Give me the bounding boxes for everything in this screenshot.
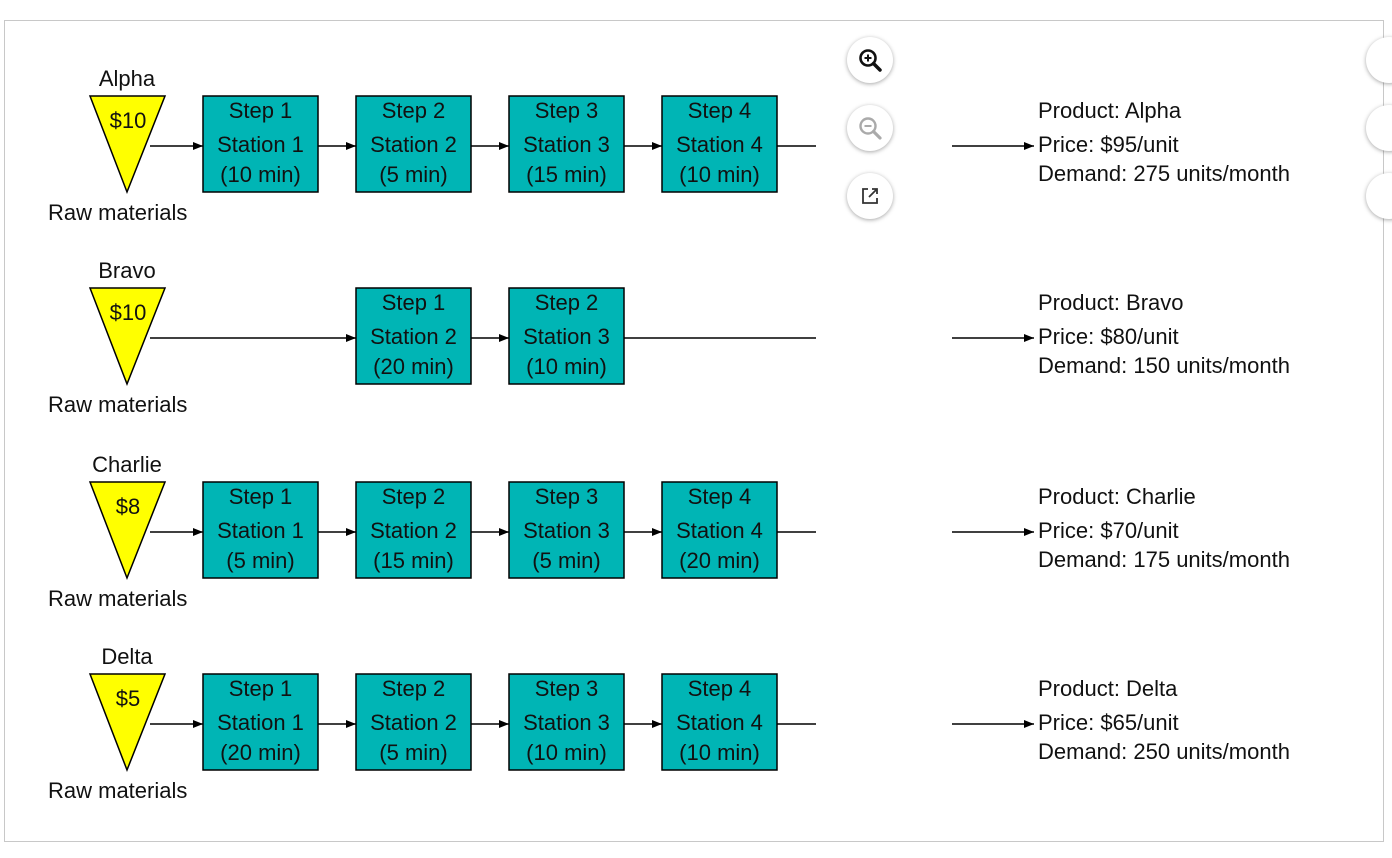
raw-material-name: Delta: [101, 644, 153, 669]
zoom-in-button[interactable]: [847, 37, 893, 83]
step-time-label: (20 min): [679, 548, 760, 573]
raw-material-name: Alpha: [99, 66, 156, 91]
process-step-box: [508, 287, 625, 385]
raw-material-triangle: [88, 673, 167, 773]
station-label: Station 1: [217, 518, 304, 543]
step-time-label: (10 min): [679, 740, 760, 765]
step-label: Step 2: [382, 484, 446, 509]
step-label: Step 4: [688, 676, 752, 701]
raw-materials-label: Raw materials: [48, 392, 187, 417]
step-time-label: (5 min): [532, 548, 600, 573]
step-label: Step 4: [688, 98, 752, 123]
step-time-label: (10 min): [220, 162, 301, 187]
step-time-label: (10 min): [526, 354, 607, 379]
step-label: Step 2: [535, 290, 599, 315]
raw-materials-label: Raw materials: [48, 200, 187, 225]
step-label: Step 2: [382, 676, 446, 701]
process-step-box: [355, 481, 472, 579]
product-demand: Demand: 150 units/month: [1038, 353, 1290, 378]
process-step-box: [355, 673, 472, 771]
raw-material-cost: $8: [116, 494, 140, 519]
zoom-in-icon: [859, 49, 882, 72]
product-demand: Demand: 275 units/month: [1038, 161, 1290, 186]
step-time-label: (15 min): [526, 162, 607, 187]
product-price: Price: $80/unit: [1038, 324, 1179, 349]
station-label: Station 2: [370, 324, 457, 349]
step-label: Step 1: [382, 290, 446, 315]
raw-material-name: Bravo: [98, 258, 155, 283]
external-link-icon: [862, 188, 878, 204]
process-step-box: [661, 95, 778, 193]
step-label: Step 1: [229, 676, 293, 701]
process-step-box: [661, 673, 778, 771]
step-label: Step 1: [229, 98, 293, 123]
product-name: Product: Bravo: [1038, 290, 1184, 315]
step-time-label: (20 min): [373, 354, 454, 379]
process-step-box: [202, 481, 319, 579]
station-label: Station 4: [676, 710, 763, 735]
station-label: Station 4: [676, 132, 763, 157]
station-label: Station 1: [217, 710, 304, 735]
station-label: Station 2: [370, 132, 457, 157]
step-time-label: (5 min): [379, 740, 447, 765]
step-time-label: (5 min): [379, 162, 447, 187]
raw-materials-label: Raw materials: [48, 586, 187, 611]
step-time-label: (5 min): [226, 548, 294, 573]
product-demand: Demand: 250 units/month: [1038, 739, 1290, 764]
process-step-box: [661, 481, 778, 579]
station-label: Station 3: [523, 132, 610, 157]
step-time-label: (20 min): [220, 740, 301, 765]
zoom-out-button[interactable]: [847, 105, 893, 151]
station-label: Station 2: [370, 518, 457, 543]
raw-material-triangle: [88, 287, 167, 387]
zoom-out-icon: [859, 117, 882, 140]
step-label: Step 3: [535, 484, 599, 509]
product-name: Product: Alpha: [1038, 98, 1182, 123]
process-step-box: [508, 481, 625, 579]
product-demand: Demand: 175 units/month: [1038, 547, 1290, 572]
step-label: Step 3: [535, 98, 599, 123]
station-label: Station 2: [370, 710, 457, 735]
process-step-box: [508, 95, 625, 193]
product-price: Price: $95/unit: [1038, 132, 1179, 157]
step-label: Step 1: [229, 484, 293, 509]
raw-material-triangle: [88, 95, 167, 195]
raw-material-cost: $10: [110, 300, 147, 325]
step-label: Step 3: [535, 676, 599, 701]
station-label: Station 3: [523, 324, 610, 349]
raw-materials-label: Raw materials: [48, 778, 187, 803]
station-label: Station 3: [523, 710, 610, 735]
process-step-box: [355, 95, 472, 193]
station-label: Station 4: [676, 518, 763, 543]
process-step-box: [355, 287, 472, 385]
process-step-box: [508, 673, 625, 771]
product-name: Product: Delta: [1038, 676, 1178, 701]
step-label: Step 2: [382, 98, 446, 123]
raw-material-name: Charlie: [92, 452, 162, 477]
raw-material-triangle: [88, 481, 167, 581]
product-price: Price: $70/unit: [1038, 518, 1179, 543]
step-time-label: (15 min): [373, 548, 454, 573]
product-price: Price: $65/unit: [1038, 710, 1179, 735]
station-label: Station 3: [523, 518, 610, 543]
raw-material-cost: $10: [110, 108, 147, 133]
step-label: Step 4: [688, 484, 752, 509]
popout-button[interactable]: [847, 173, 893, 219]
diagram-frame: [4, 20, 1384, 842]
step-time-label: (10 min): [679, 162, 760, 187]
process-step-box: [202, 95, 319, 193]
raw-material-cost: $5: [116, 686, 140, 711]
product-name: Product: Charlie: [1038, 484, 1196, 509]
step-time-label: (10 min): [526, 740, 607, 765]
process-step-box: [202, 673, 319, 771]
station-label: Station 1: [217, 132, 304, 157]
